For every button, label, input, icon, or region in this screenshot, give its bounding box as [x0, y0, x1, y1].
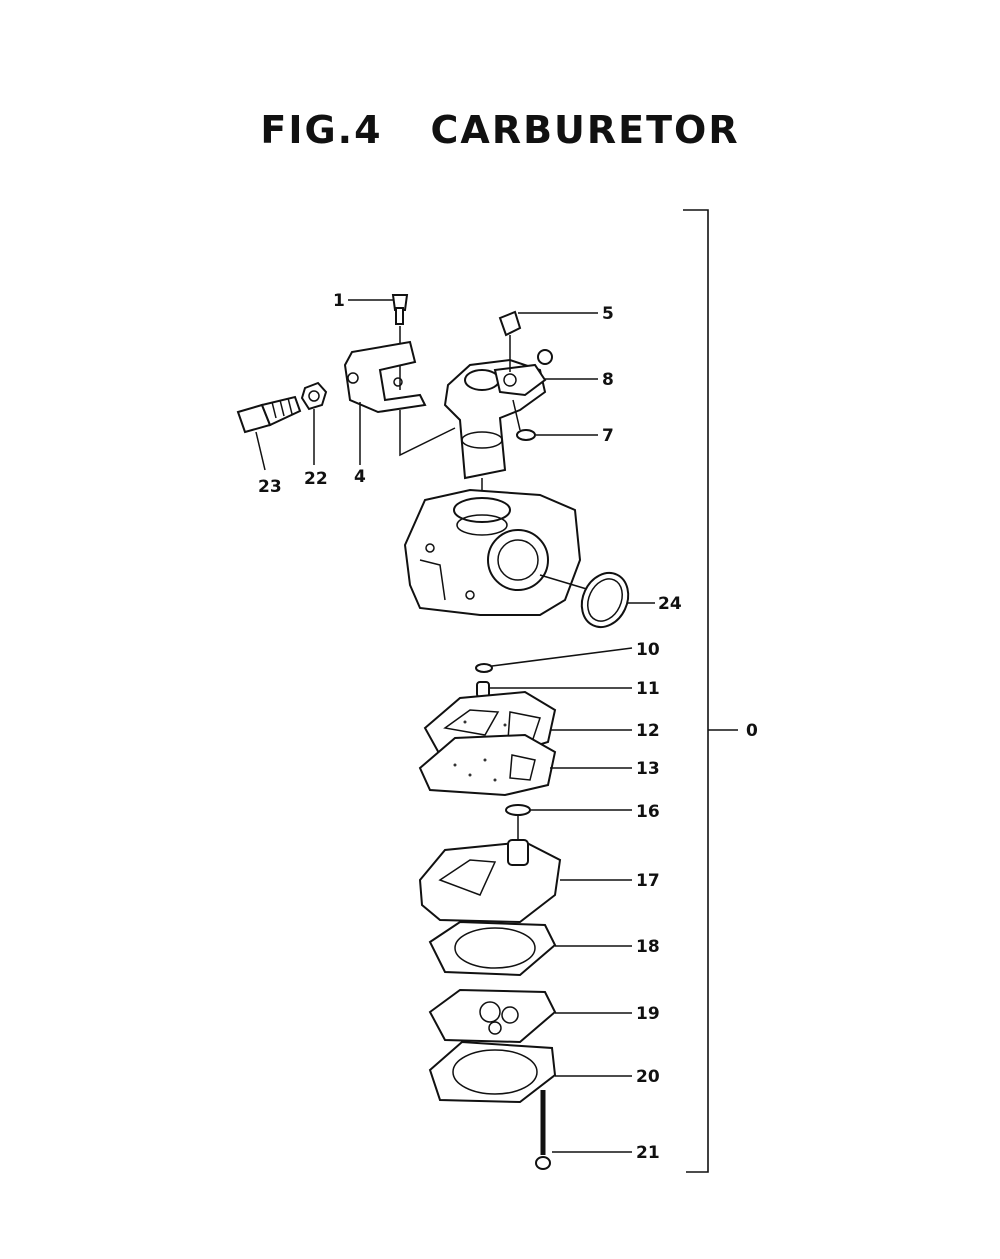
part-20-cover	[428, 1040, 632, 1104]
callout-18: 18	[636, 937, 660, 957]
callout-21: 21	[636, 1143, 660, 1163]
figure-name: CARBURETOR	[430, 108, 740, 152]
figure-number: FIG.4	[260, 108, 383, 152]
callout-4: 4	[354, 467, 366, 487]
carburetor-body	[403, 488, 591, 616]
callout-5: 5	[602, 304, 614, 324]
part-12-13-gaskets	[418, 690, 632, 797]
callout-13: 13	[636, 759, 660, 779]
callout-labels: 1 5 8 7 23 22 4 24 10 11 12 0 13 16 17 1…	[258, 291, 758, 1163]
part-24-ring	[580, 571, 655, 629]
callout-23: 23	[258, 477, 282, 497]
part-16-disc	[505, 804, 632, 850]
part-17-pump-body	[418, 839, 632, 924]
part-21-screw	[535, 1090, 632, 1170]
callout-17: 17	[636, 871, 660, 891]
callout-8: 8	[602, 370, 614, 390]
callout-16: 16	[636, 802, 660, 822]
part-22-nut	[300, 381, 328, 465]
throttle-assembly	[443, 310, 598, 520]
part-10-11-valve	[475, 647, 633, 698]
callout-20: 20	[636, 1067, 660, 1087]
part-18-gasket	[428, 920, 632, 977]
callout-1: 1	[333, 291, 345, 311]
callout-12: 12	[636, 721, 660, 741]
callout-10: 10	[636, 640, 660, 660]
assembly-bracket	[683, 209, 738, 1173]
callout-7: 7	[602, 426, 614, 446]
part-23-adjust-screw	[236, 395, 302, 471]
callout-11: 11	[636, 679, 660, 699]
callout-22: 22	[304, 469, 328, 489]
callout-24: 24	[658, 594, 682, 614]
part-4-bracket	[343, 340, 456, 465]
figure-title: FIG.4 CARBURETOR	[0, 108, 1000, 152]
callout-0: 0	[746, 721, 758, 741]
part-19-diaphragm	[428, 988, 632, 1044]
callout-19: 19	[636, 1004, 660, 1024]
